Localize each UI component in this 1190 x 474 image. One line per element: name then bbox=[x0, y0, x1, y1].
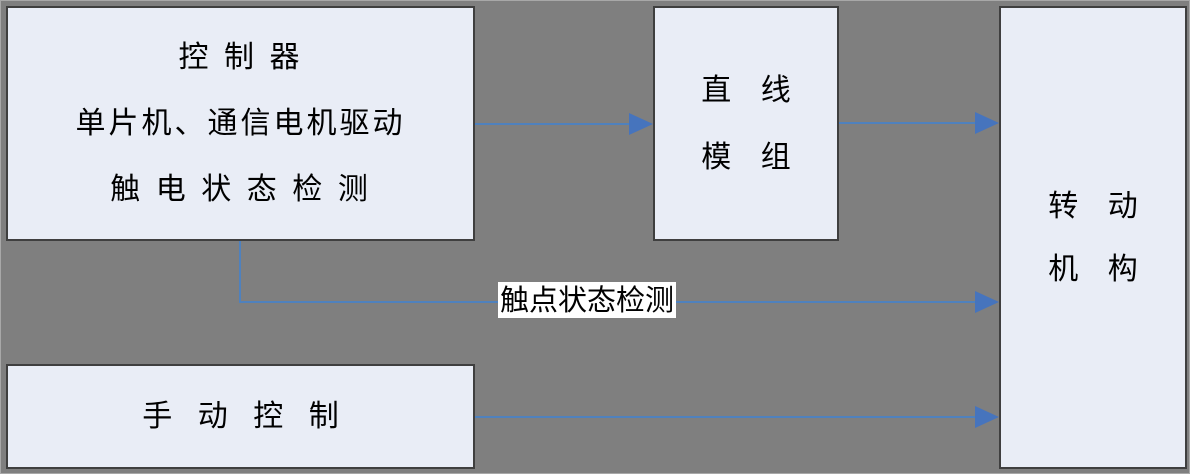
contact-state-detection-label: 触点状态检测 bbox=[498, 282, 677, 318]
rotation-mechanism-label-line1: 转 动 bbox=[1048, 188, 1148, 224]
controller-title: 控 制 器 bbox=[178, 40, 303, 75]
linear-module-label-line1: 直 线 bbox=[701, 72, 801, 108]
controller-detection-line: 触 电 状 态 检 测 bbox=[110, 172, 371, 207]
controller-subtitle: 单片机、通信电机驱动 bbox=[75, 106, 406, 141]
rotation-mechanism-label-line2: 机 构 bbox=[1048, 251, 1148, 287]
rotation-mechanism-box: 转 动 机 构 bbox=[999, 6, 1187, 469]
arrowhead-manual-to-rotation bbox=[975, 406, 999, 428]
controller-box: 控 制 器 单片机、通信电机驱动 触 电 状 态 检 测 bbox=[6, 6, 475, 241]
linear-module-box: 直 线 模 组 bbox=[653, 6, 839, 241]
manual-control-label: 手 动 控 制 bbox=[142, 399, 347, 434]
manual-control-box: 手 动 控 制 bbox=[6, 364, 475, 469]
connector-controller-to-rotation bbox=[239, 241, 977, 303]
arrowhead-linear-to-rotation bbox=[975, 112, 999, 134]
linear-module-label-line2: 模 组 bbox=[701, 139, 801, 175]
arrowhead-controller-to-linear bbox=[629, 113, 653, 135]
arrowhead-controller-to-rotation bbox=[975, 291, 999, 313]
